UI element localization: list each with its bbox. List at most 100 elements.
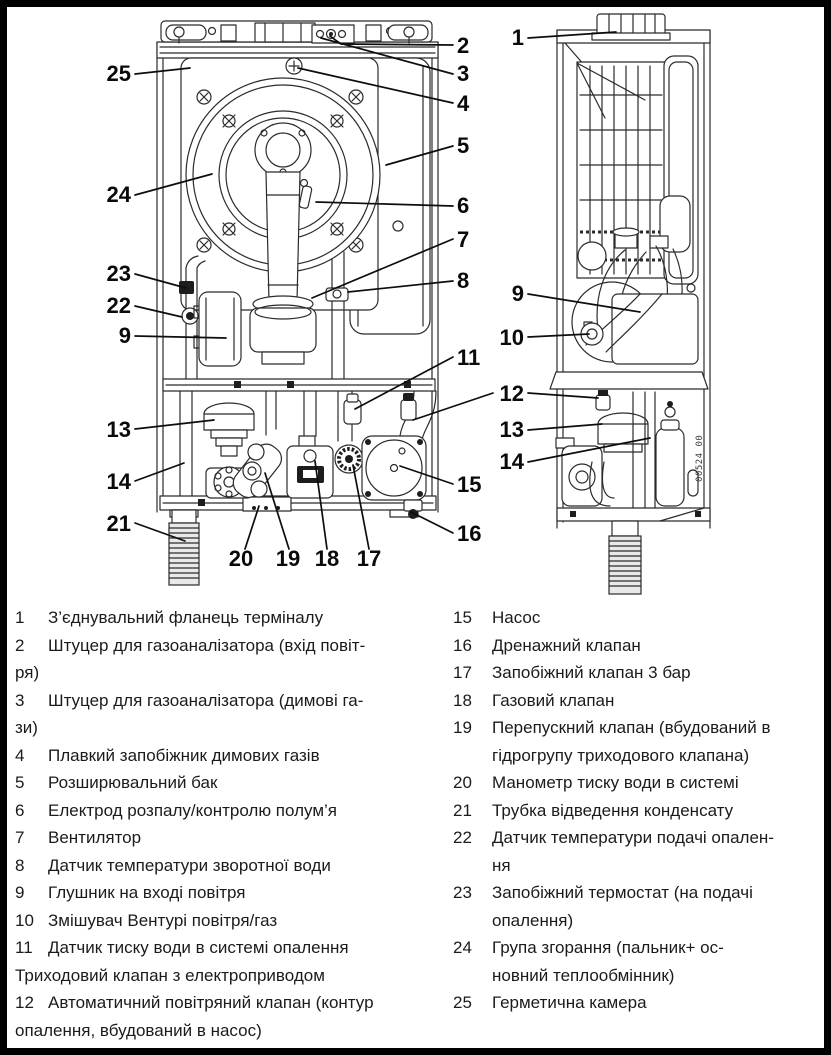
- legend-item-text: Датчик тиску води в системі опалення Три…: [15, 938, 349, 985]
- legend-item-number: 7: [15, 828, 25, 847]
- legend-item-number: 2: [15, 635, 25, 655]
- callout-label: 3: [457, 61, 469, 86]
- callout-label: 10: [500, 325, 524, 350]
- legend-item: 1 З’єднувальний фланець терміналу: [15, 604, 453, 632]
- legend-item-number: 19: [453, 718, 472, 737]
- legend-item-text: Вентилятор: [48, 828, 142, 847]
- ignition-electrode: [298, 185, 313, 209]
- legend-item-number: 4: [15, 745, 25, 765]
- callout-label: 12: [500, 381, 524, 406]
- venturi-mixer: [580, 321, 604, 346]
- legend-item-number: 18: [453, 690, 472, 710]
- legend-item-text: Датчик температури зворотної води: [48, 855, 331, 875]
- legend-item: 15 Насос: [453, 604, 824, 632]
- callout-label: 9: [119, 323, 131, 348]
- legend-item-number: 5: [15, 773, 25, 792]
- legend-item-text: Плавкий запобіжник димових газів: [48, 745, 320, 765]
- callout-labels: 25 24 23 22 9 13 14 21 2 3 4 5 6 7 8 11 …: [107, 25, 525, 571]
- fan: [249, 307, 317, 353]
- callout-label: 17: [357, 546, 381, 571]
- callout-label: 14: [107, 469, 132, 494]
- legend-item-text: Глушник на вході повітря: [48, 883, 246, 902]
- legend-item-text: Запобіжний клапан 3 бар: [492, 663, 691, 682]
- legend-item: 6 Електрод розпалу/контролю полум’я: [15, 797, 453, 825]
- callout-label: 2: [457, 33, 469, 58]
- water-pressure-sensor: [343, 399, 362, 425]
- legend-item: 4 Плавкий запобіжник димових газів: [15, 742, 453, 770]
- legend-item: 23 Запобіжний термостат (на подачі опален…: [453, 879, 824, 934]
- legend-item-text: Дренажний клапан: [492, 635, 641, 655]
- legend-item-text: Розширювальний бак: [48, 773, 218, 792]
- legend-item-text: Насос: [492, 608, 541, 627]
- legend-item-number: 11: [15, 938, 33, 957]
- callout-label: 21: [107, 511, 131, 536]
- legend-item-number: 24: [453, 938, 472, 957]
- legend-item-number: 25: [453, 993, 472, 1012]
- callout-label: 23: [107, 261, 131, 286]
- safety-valve: [334, 444, 364, 474]
- legend-item-number: 3: [15, 690, 25, 710]
- legend-item-number: 10: [15, 910, 34, 930]
- legend-item: 19 Перепускний клапан (вбудований в гідро…: [453, 714, 824, 769]
- legend-item: 9 Глушник на вході повітря: [15, 879, 453, 907]
- legend-item-text: Трубка відведення конденсату: [492, 800, 734, 820]
- legend-item-text: Штуцер для газоаналізатора (вхід повіт- …: [15, 635, 366, 683]
- pump: [361, 393, 427, 501]
- callout-label: 14: [500, 449, 525, 474]
- legend-item: 22 Датчик температури подачі опален- ня: [453, 824, 824, 879]
- callout-label: 24: [107, 182, 132, 207]
- legend-item-number: 12: [15, 993, 34, 1012]
- callout-label: 25: [107, 61, 131, 86]
- callout-label: 15: [457, 472, 481, 497]
- legend-item: 10 Змішувач Вентурі повітря/газ: [15, 907, 453, 935]
- legend-item-text: Перепускний клапан (вбудований в гідрогр…: [492, 718, 771, 765]
- condensate-tube: [168, 509, 200, 586]
- legend-item-text: З’єднувальний фланець терміналу: [48, 608, 324, 627]
- callout-label: 20: [229, 546, 253, 571]
- legend-item-text: Запобіжний термостат (на подачі опалення…: [492, 883, 753, 930]
- drawing-number: 00524 00: [695, 435, 705, 482]
- callout-label: 18: [315, 546, 339, 571]
- legend-item-number: 22: [453, 828, 472, 847]
- legend-item-number: 15: [453, 608, 472, 627]
- callout-label: 1: [512, 25, 524, 50]
- terminal-flange: [591, 13, 671, 41]
- callout-label: 7: [457, 227, 469, 252]
- legend-item-number: 23: [453, 883, 472, 902]
- legend-item-text: Автоматичний повітряний клапан (контур о…: [15, 993, 374, 1040]
- callout-label: 19: [276, 546, 300, 571]
- callout-label: 8: [457, 268, 469, 293]
- front-view: [156, 20, 439, 586]
- legend-item: 7 Вентилятор: [15, 824, 453, 852]
- callout-label: 4: [457, 91, 470, 116]
- legend-item-text: Електрод розпалу/контролю полум’я: [48, 800, 337, 820]
- legend-item: 18 Газовий клапан: [453, 687, 824, 715]
- legend-item-text: Група згорання (пальник+ ос- новний тепл…: [492, 938, 724, 985]
- legend-item-number: 1: [15, 608, 25, 627]
- legend-item: 5 Розширювальний бак: [15, 769, 453, 797]
- boiler-parts-diagram: 00524 00: [107, 13, 711, 595]
- legend-item-text: Змішувач Вентурі повітря/газ: [48, 910, 278, 930]
- legend-item-number: 9: [15, 883, 25, 902]
- legend-item-number: 16: [453, 635, 472, 655]
- callout-label: 5: [457, 133, 469, 158]
- legend-item-text: Газовий клапан: [492, 690, 615, 710]
- legend-item-number: 20: [453, 773, 472, 792]
- callout-label: 11: [457, 345, 480, 370]
- legend-item: 24 Група згорання (пальник+ ос- новний те…: [453, 934, 824, 989]
- legend-item-text: Датчик температури подачі опален- ня: [492, 828, 774, 875]
- side-view: 00524 00: [549, 13, 711, 595]
- callout-label: 16: [457, 521, 481, 546]
- legend-item-number: 6: [15, 800, 25, 820]
- callout-label: 9: [512, 281, 524, 306]
- callout-label: 13: [107, 417, 131, 442]
- callout-label: 13: [500, 417, 524, 442]
